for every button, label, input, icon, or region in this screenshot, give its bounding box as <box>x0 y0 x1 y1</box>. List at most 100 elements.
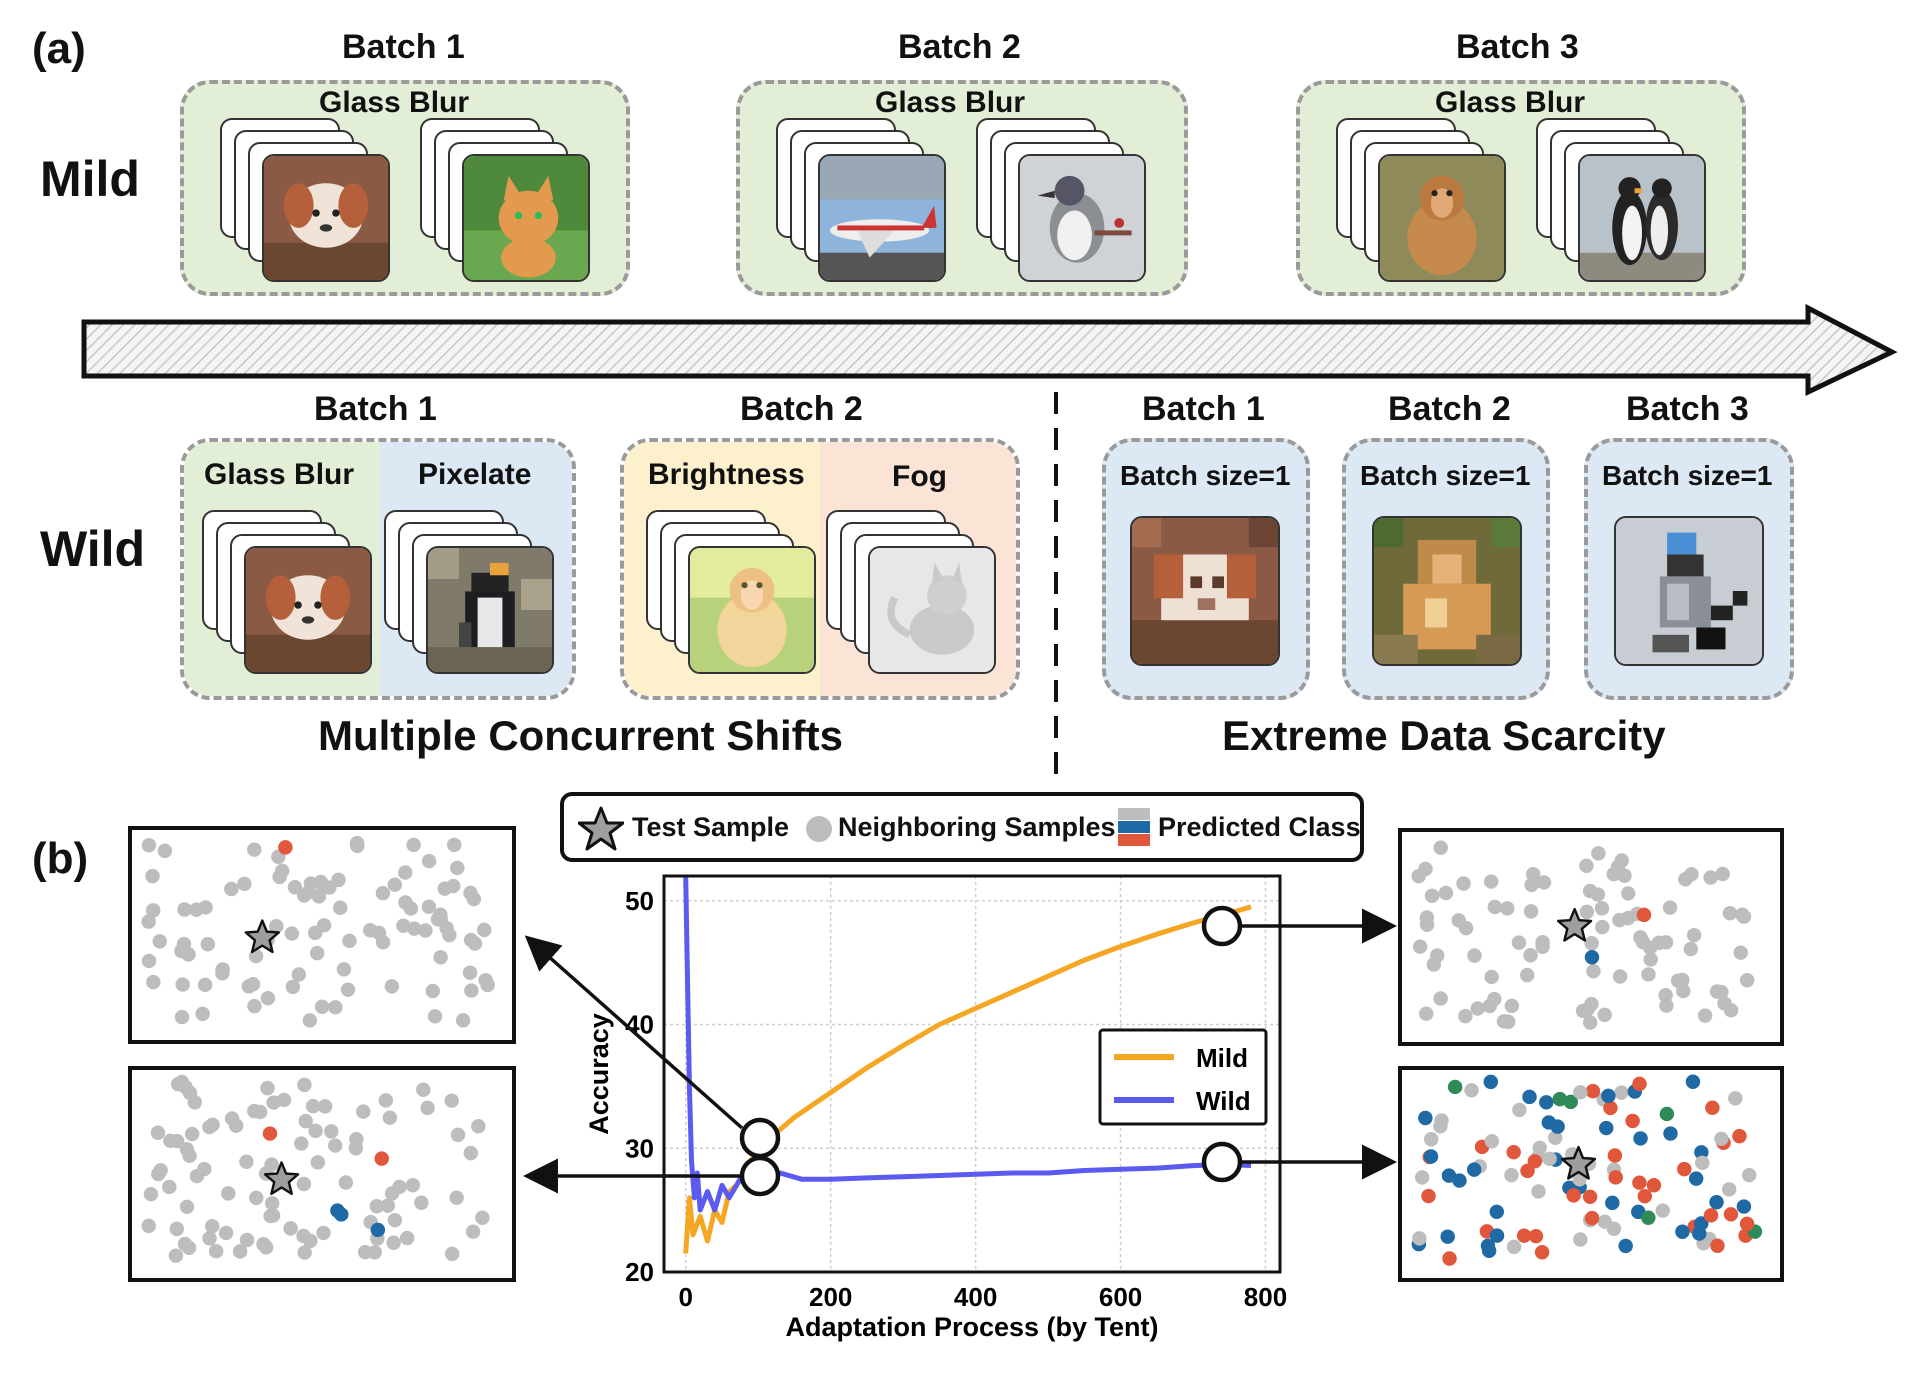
neighbor-sample-dot <box>228 1118 244 1133</box>
neighbor-sample-dot <box>1646 1177 1662 1193</box>
neighbor-sample-dot <box>398 865 413 880</box>
neighbor-sample-dot <box>187 1095 203 1110</box>
neighbor-sample-dot <box>141 953 157 969</box>
legend-wild: Wild <box>1196 1086 1251 1116</box>
neighbor-sample-dot <box>1677 1161 1692 1177</box>
neighbor-sample-dot <box>316 1225 331 1241</box>
neighbor-sample-dot <box>208 1243 224 1259</box>
neighbor-sample-dot <box>1597 1007 1612 1023</box>
neighbor-sample-dot <box>1511 935 1527 950</box>
penguin-image <box>1578 154 1706 282</box>
neighbor-sample-dot <box>145 868 160 884</box>
neighbor-sample-dot <box>1512 1102 1527 1118</box>
neighbor-sample-dot <box>1424 888 1440 903</box>
concurrent-caption: Multiple Concurrent Shifts <box>318 712 843 759</box>
neighbor-sample-dot <box>463 1145 479 1161</box>
neighbor-sample-dot <box>1608 1170 1623 1185</box>
legend-neighboring: Neighboring Samples <box>838 812 1116 842</box>
neighbor-sample-dot <box>311 889 327 904</box>
neighbor-sample-dot <box>239 1154 254 1169</box>
neighbor-sample-dot <box>177 1236 193 1252</box>
neighbor-sample-dot <box>382 1110 398 1125</box>
neighbor-sample-dot <box>464 983 479 998</box>
neighbor-sample-dot <box>1532 1140 1547 1156</box>
neighbor-sample-dot <box>1710 1238 1725 1253</box>
neighbor-sample-dot <box>1632 1175 1647 1190</box>
neighbor-sample-dot <box>420 1100 435 1116</box>
neighbor-sample-dot <box>200 937 216 952</box>
bird-image <box>1018 154 1146 282</box>
neighbor-sample-dot <box>1500 901 1515 916</box>
neighbor-sample-dot <box>375 935 391 950</box>
wild-row-label: Wild <box>40 521 146 577</box>
neighbor-sample-dot <box>363 922 378 938</box>
neighbor-sample-dot <box>1458 1008 1473 1024</box>
neighbor-sample-dot <box>177 902 192 917</box>
neighbor-sample-dot <box>146 974 161 990</box>
predicted-class-dot <box>278 840 293 855</box>
neighbor-sample-dot <box>218 1225 234 1241</box>
predicted-class-dot <box>374 1151 389 1166</box>
mild-row-label: Mild <box>40 151 140 207</box>
neighbor-sample-dot <box>1542 1151 1557 1167</box>
neighbor-sample-dot <box>1697 1008 1713 1023</box>
neighbor-sample-dot <box>1423 1149 1439 1164</box>
neighbor-sample-dot <box>176 936 192 952</box>
neighbor-sample-dot <box>403 901 419 916</box>
neighbor-sample-dot <box>232 1244 248 1259</box>
neighbor-sample-dot <box>179 1142 195 1157</box>
neighbor-sample-dot <box>1717 996 1732 1011</box>
neighbor-sample-dot <box>1714 1131 1729 1147</box>
neighbor-sample-dot <box>264 1196 280 1211</box>
neighbor-sample-dot <box>1659 1106 1675 1122</box>
predicted-class-dot <box>1636 907 1652 923</box>
predicted-class-dot <box>262 1126 278 1141</box>
neighbor-sample-dot <box>1575 1003 1591 1019</box>
airplane-image <box>818 154 946 282</box>
neighbor-sample-dot <box>1736 1199 1752 1214</box>
neighbor-sample-dot <box>1662 900 1678 915</box>
neighbor-sample-dot <box>202 1231 217 1246</box>
neighbor-sample-dot <box>1597 1214 1612 1229</box>
neighbor-sample-dot <box>260 990 276 1006</box>
neighbor-sample-dot <box>378 1093 394 1108</box>
neighbor-sample-dot <box>384 979 400 994</box>
neighbor-sample-dot <box>1516 1228 1532 1243</box>
neighbor-sample-dot <box>266 1095 281 1110</box>
neighbor-sample-dot <box>1694 1145 1709 1160</box>
neighbor-sample-dot <box>356 1104 371 1119</box>
neighbor-sample-dot <box>308 1123 323 1139</box>
test-sample-star-icon <box>1560 1145 1597 1180</box>
neighbor-sample-dot <box>247 842 262 857</box>
neighbor-sample-dot <box>1573 1085 1588 1100</box>
neighbor-sample-dot <box>396 918 411 933</box>
neighbor-sample-dot <box>1487 899 1503 915</box>
neighbor-sample-dot <box>1683 941 1699 957</box>
test-sample-star-icon <box>263 1161 300 1196</box>
neighbor-sample-dot <box>1418 1110 1433 1126</box>
neighbor-sample-dot <box>427 1009 443 1024</box>
neighbor-sample-dot <box>1483 1074 1499 1090</box>
neighbor-sample-dot <box>1412 939 1428 954</box>
neighbor-sample-dot <box>1684 867 1699 882</box>
neighbor-sample-dot <box>1456 876 1471 891</box>
neighbor-sample-dot <box>1610 859 1626 875</box>
neighbor-sample-dot <box>1705 1100 1720 1115</box>
neighbor-sample-dot <box>421 853 437 869</box>
section-divider <box>1054 392 1058 776</box>
predicted-class-dot <box>1584 950 1600 965</box>
neighbor-sample-dot <box>1625 1113 1640 1129</box>
neighbor-sample-dot <box>205 1117 220 1133</box>
neighbor-sample-dot <box>184 1126 200 1142</box>
neighbor-sample-dot <box>197 977 213 993</box>
neighbor-sample-dot <box>1663 1126 1678 1141</box>
star-icon <box>578 806 624 851</box>
neighbor-sample-dot <box>215 966 230 981</box>
neighbor-sample-dot <box>1414 1170 1430 1185</box>
neighbor-sample-dot <box>1496 1014 1512 1029</box>
neighbor-sample-dot <box>328 1138 343 1153</box>
x-axis-label: Adaptation Process (by Tent) <box>785 1312 1158 1342</box>
neighbor-sample-dot <box>145 903 161 918</box>
neighbor-sample-dot <box>1735 907 1750 922</box>
neighbor-sample-dot <box>294 1136 309 1151</box>
